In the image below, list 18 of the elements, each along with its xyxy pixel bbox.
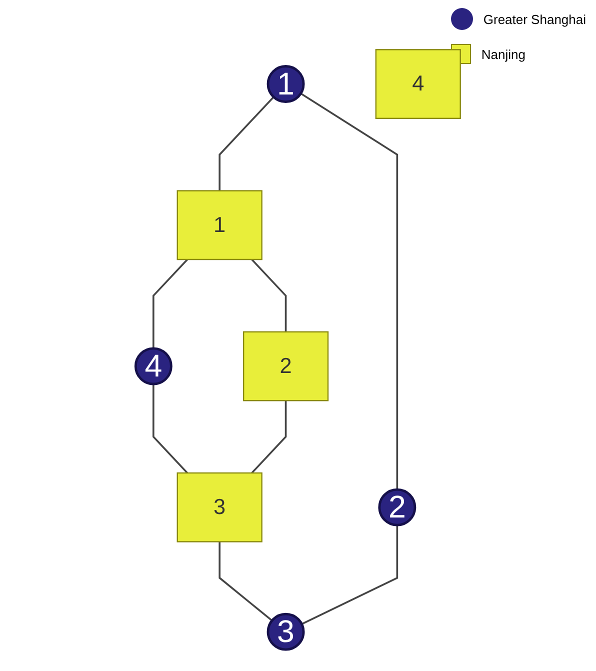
node-circle: 3 [266, 612, 305, 651]
connector [218, 96, 274, 191]
connector [152, 384, 188, 474]
node-circle: 4 [134, 347, 172, 386]
node-box: 1 [176, 190, 262, 260]
node-box: 4 [375, 49, 461, 119]
node-circle: 2 [378, 488, 416, 526]
legend-label: Nanjing [481, 46, 526, 62]
connector [152, 258, 188, 348]
node-box: 2 [242, 331, 329, 402]
connector [300, 92, 398, 490]
connector [251, 258, 287, 332]
connector [301, 525, 398, 625]
connector [218, 542, 273, 622]
node-box: 3 [176, 472, 262, 542]
node-circle: 1 [266, 65, 305, 103]
connector [251, 400, 287, 474]
legend-label: Greater Shanghai [483, 12, 586, 26]
